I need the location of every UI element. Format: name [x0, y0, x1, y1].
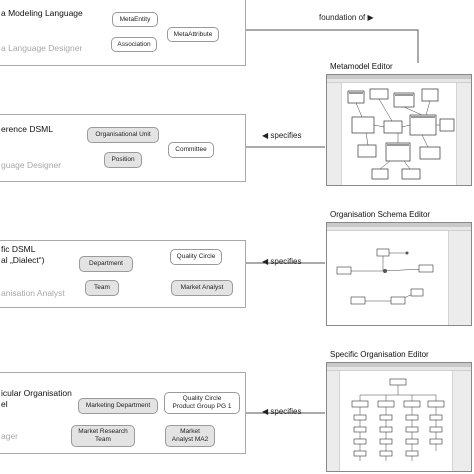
level-role: ager	[1, 431, 19, 441]
chip-market-analyst: Market Analyst	[171, 280, 233, 296]
specifies-label-2: ◀ specifies	[262, 257, 302, 266]
level-title: erence DSML	[1, 124, 53, 134]
chip-quality-circle: Quality Circle	[170, 249, 222, 265]
metamodel-editor-caption: Metamodel Editor	[330, 62, 393, 71]
chip-department: Department	[79, 256, 133, 272]
specific-organisation-editor-caption: Specific Organisation Editor	[330, 350, 429, 359]
chip-market-analyst-ma2: Market Analyst MA2	[165, 425, 215, 447]
chip-marketing-department: Marketing Department	[78, 398, 158, 414]
level-reference-dsml: erence DSML guage Designer Organisationa…	[0, 114, 246, 182]
metamodel-diagram-thumbnail	[347, 88, 455, 180]
foundation-of-label: foundation of ▶	[319, 13, 374, 22]
specific-organisation-editor-screenshot	[326, 362, 472, 472]
chip-metaattribute: MetaAttribute	[167, 27, 219, 42]
organisation-schema-editor-screenshot	[326, 222, 472, 326]
chip-committee: Committee	[168, 142, 214, 158]
level-title: icular Organisation el	[1, 388, 72, 409]
chip-metaentity: MetaEntity	[112, 12, 158, 27]
level-title: a Modeling Language	[1, 8, 83, 18]
chip-team: Team	[85, 280, 119, 296]
foundation-connector	[246, 29, 419, 63]
chip-association: Association	[111, 37, 157, 52]
specifies-label-3: ◀ specifies	[262, 407, 302, 416]
level-specific-dsml: fic DSML al „Dialect“) anisation Analyst…	[0, 240, 246, 308]
level-role: anisation Analyst	[1, 288, 65, 298]
chip-quality-circle-pg1: Quality Circle Product Group PG 1	[164, 392, 240, 414]
chip-organisational-unit: Organisational Unit	[87, 127, 159, 143]
level-title: fic DSML al „Dialect“)	[1, 244, 45, 265]
level-role: a Language Designer	[1, 43, 83, 53]
level-role: guage Designer	[1, 160, 62, 170]
specifies-label-1: ◀ specifies	[262, 131, 302, 140]
chip-position: Position	[104, 152, 142, 168]
level-particular-organisation-model: icular Organisation el ager Marketing De…	[0, 372, 246, 454]
level-meta-modeling-language: a Modeling Language a Language Designer …	[0, 0, 246, 66]
chip-market-research-team: Market Research Team	[71, 425, 135, 447]
metamodel-editor-screenshot	[326, 74, 472, 186]
organisation-diagram-thumbnail	[351, 378, 445, 461]
schema-diagram-thumbnail	[336, 248, 434, 305]
organisation-schema-editor-caption: Organisation Schema Editor	[330, 210, 431, 219]
